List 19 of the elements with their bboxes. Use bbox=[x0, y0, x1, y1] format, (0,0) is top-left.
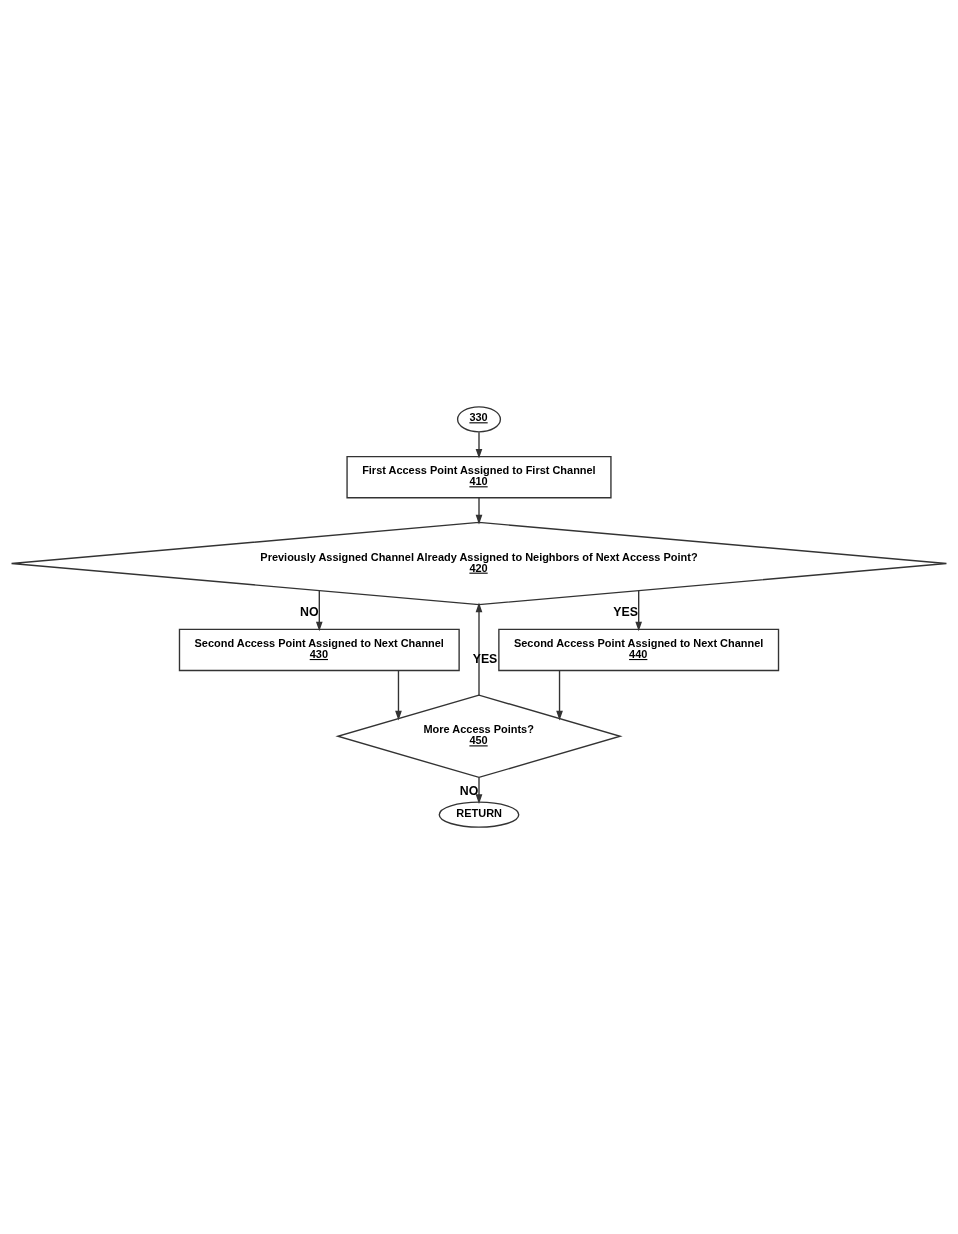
edge-label: YES bbox=[472, 651, 498, 666]
arrow bbox=[475, 602, 483, 696]
arrow bbox=[475, 497, 483, 525]
node-diamond: More Access Points? 450 bbox=[335, 694, 623, 779]
arrow bbox=[635, 589, 643, 632]
arrow bbox=[556, 669, 563, 721]
node-box: Second Access Point Assigned to Next Channel 440 bbox=[498, 628, 780, 672]
node-diamond: Previously Assigned Channel Already Assigned to Neighbors of Next Access Point? 420 bbox=[10, 521, 948, 606]
edge-label: YES bbox=[613, 604, 639, 619]
edge-label: NO bbox=[459, 784, 479, 799]
arrow bbox=[475, 776, 483, 804]
node-box: First Access Point Assigned to First Channel 410 bbox=[346, 455, 612, 499]
node-box: Second Access Point Assigned to Next Channel 430 bbox=[178, 628, 460, 672]
edge-label: NO bbox=[300, 604, 319, 619]
node-ellipse: 330 bbox=[456, 406, 502, 433]
node-ellipse: RETURN bbox=[438, 801, 520, 828]
arrow bbox=[395, 669, 402, 721]
arrow bbox=[315, 589, 323, 632]
arrow bbox=[475, 431, 483, 459]
